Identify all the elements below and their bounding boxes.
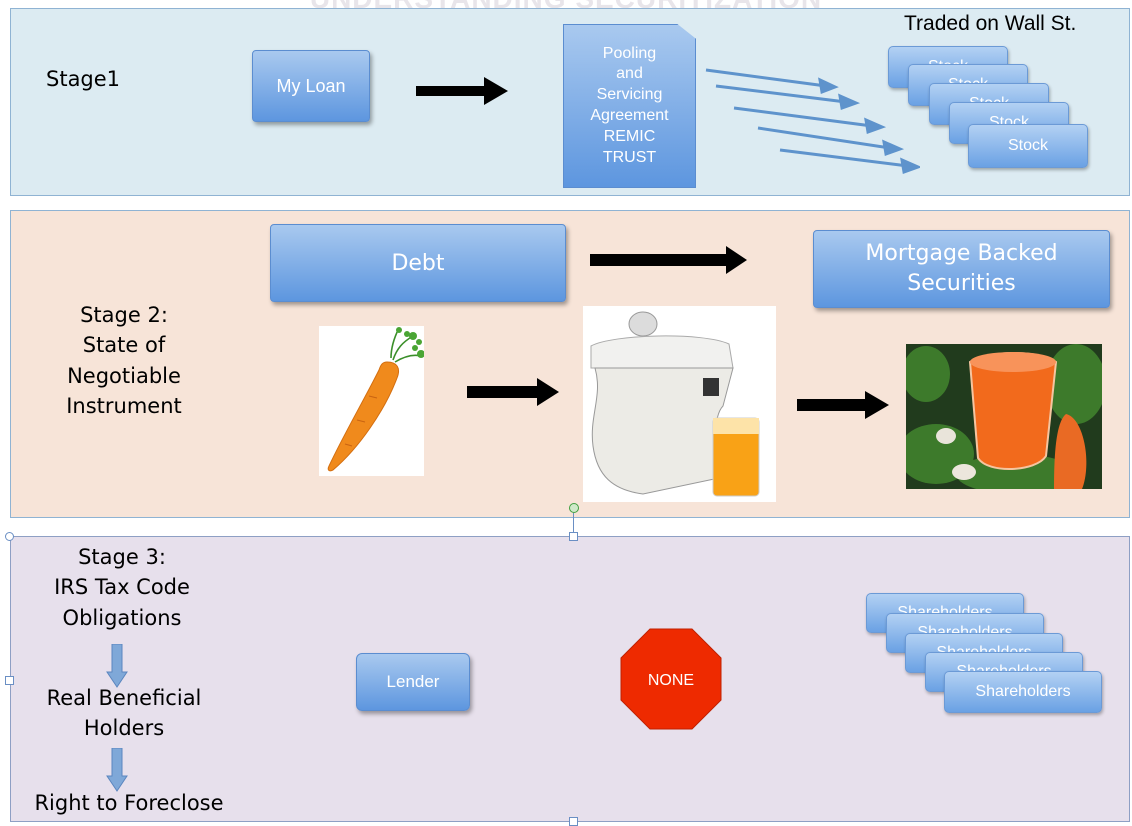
trust-lines: Pooling and Servicing Agreement REMIC TR… — [590, 44, 668, 169]
handle-connector — [573, 513, 574, 537]
stage2-label-line: State of — [82, 333, 166, 358]
beneficial-label-line: Holders — [83, 716, 165, 741]
stage1-label: Stage1 — [46, 67, 121, 91]
down-arrow — [106, 644, 128, 688]
trust-line: Pooling — [602, 44, 657, 62]
dist-arrow — [733, 106, 873, 128]
arrow-juicer-to-juice — [797, 391, 889, 419]
arrow-carrot-to-juicer — [467, 378, 559, 406]
lender-box[interactable]: Lender — [356, 653, 470, 711]
stock-card-label: Stock — [1007, 137, 1048, 154]
resize-handle[interactable] — [5, 676, 14, 685]
juicer-image — [583, 306, 776, 502]
trust-line: and — [616, 65, 643, 83]
stage2-label-line: Negotiable — [67, 363, 181, 388]
traded-title: Traded on Wall St. — [904, 12, 1077, 35]
distribution-arrows — [705, 68, 920, 175]
mbs-box[interactable]: Mortgage Backed Securities — [813, 230, 1110, 308]
beneficial-label: Real Beneficial Holders — [14, 683, 234, 744]
shareholders-card-label: Shareholders — [975, 683, 1071, 700]
stage2-label-line: Instrument — [66, 394, 182, 419]
my-loan-box[interactable]: My Loan — [252, 50, 370, 122]
foreclose-label: Right to Foreclose — [34, 791, 224, 815]
stock-card-front[interactable]: Stock — [968, 124, 1088, 168]
trust-line: Agreement — [590, 107, 669, 124]
rotation-handle[interactable] — [569, 503, 579, 513]
pooling-trust-doc[interactable]: Pooling and Servicing Agreement REMIC TR… — [563, 24, 696, 188]
arrow-loan-to-trust — [416, 77, 508, 105]
stop-sign-none: NONE — [620, 628, 722, 730]
dist-arrow — [715, 84, 847, 104]
stage3-label-line: Obligations — [62, 605, 182, 630]
stop-sign-label: NONE — [648, 672, 694, 689]
carrot-juice-image — [906, 344, 1102, 489]
carrot-image — [319, 326, 424, 476]
resize-handle[interactable] — [5, 532, 14, 541]
debt-box[interactable]: Debt — [270, 224, 566, 302]
stage2-label-line: Stage 2: — [80, 303, 168, 327]
trust-line: REMIC — [603, 127, 656, 145]
mbs-line: Securities — [907, 271, 1016, 296]
down-arrow — [106, 748, 128, 792]
stage3-label-line: Stage 3: — [78, 545, 166, 569]
dist-arrow — [757, 126, 891, 150]
arrow-debt-to-mbs — [590, 246, 747, 274]
dist-arrow — [779, 148, 909, 168]
shareholders-card-front[interactable]: Shareholders — [944, 671, 1102, 713]
beneficial-label-line: Real Beneficial — [46, 686, 202, 710]
stage3-label-line: IRS Tax Code — [54, 575, 190, 600]
dist-arrow — [705, 68, 827, 88]
stage2-label: Stage 2: State of Negotiable Instrument — [40, 300, 208, 422]
mbs-line: Mortgage Backed — [865, 241, 1058, 267]
trust-line: TRUST — [602, 148, 657, 166]
resize-handle[interactable] — [569, 532, 578, 541]
trust-line: Servicing — [596, 86, 663, 104]
stage3-label: Stage 3: IRS Tax Code Obligations — [22, 542, 222, 633]
